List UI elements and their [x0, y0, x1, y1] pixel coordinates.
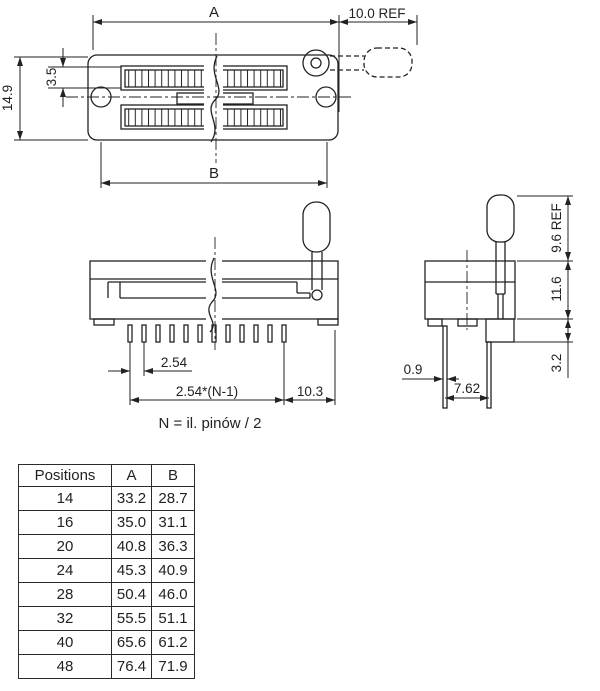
dim-label-7-62: 7.62 — [454, 381, 480, 396]
cell-a: 45.3 — [111, 558, 152, 583]
cell-positions: 16 — [18, 510, 112, 535]
table-row: 14 33.2 28.7 — [18, 486, 195, 511]
break-line-front — [208, 257, 217, 333]
pin-count-note: N = il. pinów / 2 — [159, 415, 262, 432]
cell-b: 51.1 — [151, 606, 195, 631]
cell-b: 40.9 — [151, 558, 195, 583]
dim-label-span: 2.54*(N-1) — [176, 384, 238, 399]
side-view — [424, 194, 516, 409]
dim-label-10-ref: 10.0 REF — [348, 6, 405, 21]
cell-positions: 32 — [18, 606, 112, 631]
cell-b: 28.7 — [151, 486, 195, 511]
cell-a: 33.2 — [111, 486, 152, 511]
top-view-dimensions — [14, 15, 418, 188]
dim-label-11-6: 11.6 — [549, 276, 564, 301]
dim-label-0-9: 0.9 — [404, 362, 423, 377]
cell-positions: 28 — [18, 582, 112, 607]
cell-a: 35.0 — [111, 510, 152, 535]
cell-b: 46.0 — [151, 582, 195, 607]
cell-b: 31.1 — [151, 510, 195, 535]
table-row: 40 65.6 61.2 — [18, 630, 195, 655]
dim-label-9-6-ref: 9.6 REF — [549, 203, 564, 253]
side-body-outline — [424, 260, 516, 320]
lever-knob-side — [486, 194, 515, 243]
pin-side-right — [486, 341, 492, 409]
cell-a: 65.6 — [111, 630, 152, 655]
dim-label-A: A — [209, 4, 219, 21]
cell-positions: 20 — [18, 534, 112, 559]
break-line — [210, 55, 220, 143]
dim-label-10-3: 10.3 — [297, 384, 323, 399]
table-row: 48 76.4 71.9 — [18, 654, 195, 679]
cell-a: 50.4 — [111, 582, 152, 607]
top-view — [66, 33, 413, 163]
table-row: 16 35.0 31.1 — [18, 510, 195, 535]
cell-b: 71.9 — [151, 654, 195, 679]
lever-pin-front — [311, 289, 323, 301]
dim-label-3-2: 3.2 — [549, 354, 564, 373]
positions-table: Positions A B 14 33.2 28.7 16 35.0 31.1 … — [18, 464, 195, 679]
cell-b: 36.3 — [151, 534, 195, 559]
table-row: 28 50.4 46.0 — [18, 582, 195, 607]
cell-positions: 40 — [18, 630, 112, 655]
front-view — [89, 201, 339, 350]
cell-b: 61.2 — [151, 630, 195, 655]
front-view-dimensions — [108, 330, 336, 405]
cell-a: 40.8 — [111, 534, 152, 559]
cell-positions: 14 — [18, 486, 112, 511]
header-b: B — [151, 464, 195, 487]
pin-side-left — [442, 325, 448, 409]
table-row: 32 55.5 51.1 — [18, 606, 195, 631]
header-positions: Positions — [18, 464, 112, 487]
standoff-boss — [485, 318, 515, 343]
table-row: 24 45.3 40.9 — [18, 558, 195, 583]
cell-a: 76.4 — [111, 654, 152, 679]
dim-label-B: B — [209, 165, 219, 182]
header-a: A — [111, 464, 152, 487]
socket-body-outline — [87, 54, 339, 141]
cell-positions: 48 — [18, 654, 112, 679]
pins-front — [127, 324, 287, 343]
dim-label-3-5: 3.5 — [44, 68, 59, 87]
lever-pivot — [302, 49, 330, 77]
table-header-row: Positions A B — [18, 464, 195, 487]
cell-a: 55.5 — [111, 606, 152, 631]
dim-label-14-9: 14.9 — [0, 85, 15, 111]
cell-positions: 24 — [18, 558, 112, 583]
lever-knob-front — [302, 201, 331, 253]
side-view-dimensions — [402, 195, 573, 401]
dim-label-pitch: 2.54 — [161, 355, 188, 370]
lever-handle-dashed — [363, 47, 413, 78]
table-row: 20 40.8 36.3 — [18, 534, 195, 559]
